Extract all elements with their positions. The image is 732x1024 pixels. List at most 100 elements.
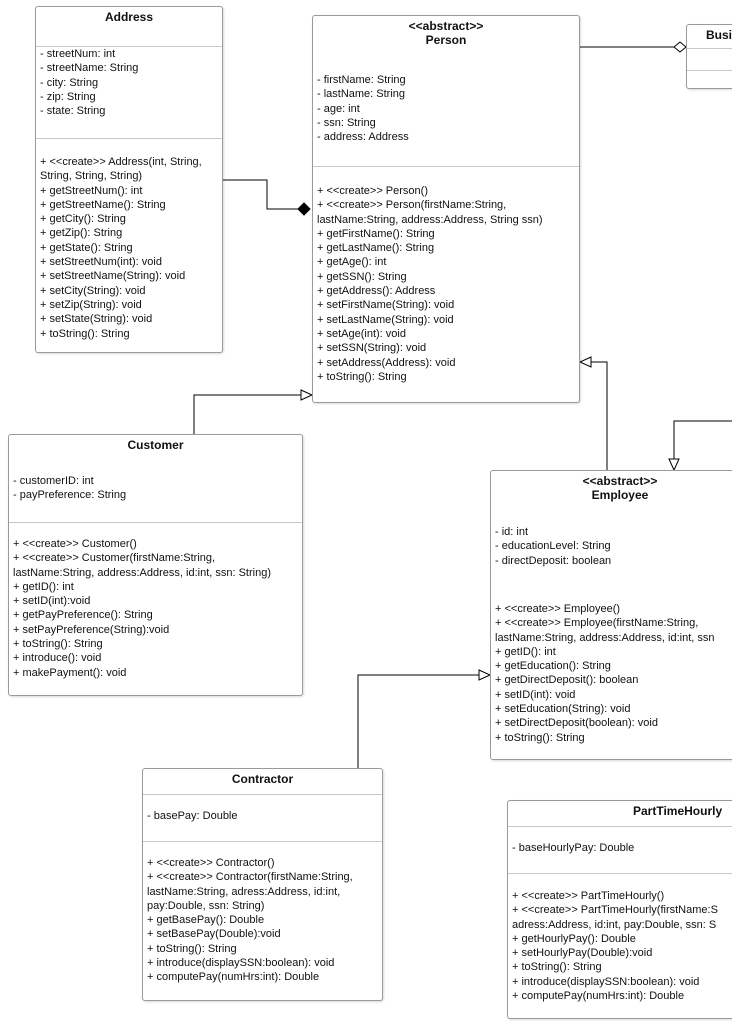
method: adress:Address, id:int, pay:Double, ssn:… — [512, 918, 717, 931]
attribute: - age: int — [317, 102, 360, 115]
method: + introduce(): void — [13, 652, 102, 665]
method: + toString(): String — [317, 370, 407, 383]
class-name: PartTimeHourly — [633, 804, 723, 818]
composition-diamond — [297, 202, 311, 216]
method: + toString(): String — [512, 961, 602, 974]
attributes-section — [687, 48, 732, 70]
method: + getAge(): int — [317, 256, 387, 269]
class-header: Busi — [687, 25, 732, 48]
methods-section: + <<create>> Contractor() + <<create>> C… — [143, 841, 382, 985]
method: + makePayment(): void — [13, 666, 127, 679]
method: + getState(): String — [40, 241, 133, 254]
class-header: <<abstract>> Person — [313, 16, 579, 65]
method: + setBasePay(Double):void — [147, 928, 281, 941]
attribute: - educationLevel: String — [495, 540, 611, 553]
method: lastName:String, address:Address, id:int… — [495, 631, 715, 644]
methods-section — [687, 70, 732, 88]
method: + setID(int):void — [13, 595, 91, 608]
generalization-arrow — [668, 458, 680, 472]
method: + getStreetNum(): int — [40, 184, 143, 197]
attribute: - customerID: int — [13, 475, 94, 487]
method: + computePay(numHrs:int): Double — [147, 971, 320, 984]
method: + getSSN(): String — [317, 270, 407, 283]
attribute: - streetNum: int — [40, 48, 116, 60]
customer-person-generalization-line — [193, 394, 301, 434]
class-name: Employee — [591, 488, 649, 502]
method: + setLastName(String): void — [317, 313, 454, 326]
class-header: <<abstract>> Employee — [491, 471, 732, 520]
class-person[interactable]: <<abstract>> Person - firstName: String … — [312, 15, 580, 403]
method: + setSSN(String): void — [317, 342, 427, 355]
method: + toString(): String — [13, 638, 103, 651]
method: + <<create>> Contractor() — [147, 857, 275, 869]
method: + introduce(displaySSN:boolean): void — [512, 975, 700, 988]
attribute: - ssn: String — [317, 116, 376, 129]
class-employee[interactable]: <<abstract>> Employee - id: int - educat… — [490, 470, 732, 760]
attribute: - payPreference: String — [13, 489, 127, 502]
method: + <<create>> Contractor(firstName:String… — [147, 871, 353, 912]
class-name: Customer — [127, 438, 184, 452]
method: + <<create>> Customer() — [13, 538, 137, 550]
method: + getID(): int — [495, 645, 556, 658]
attributes-section: - baseHourlyPay: Double — [508, 827, 732, 873]
method: + setStreetNum(int): void — [40, 256, 162, 269]
attributes-section: - firstName: String - lastName: String -… — [313, 65, 579, 166]
method: + <<create>> Person() — [317, 185, 428, 197]
methods-section: + <<create>> Customer() + <<create>> Cus… — [9, 522, 302, 680]
method: + toString(): String — [147, 942, 237, 955]
class-parttimehourly[interactable]: PartTimeHourly - baseHourlyPay: Double +… — [507, 800, 732, 1019]
method: + getFirstName(): String — [317, 227, 435, 240]
method: + setAge(int): void — [317, 327, 406, 340]
generalization-arrow — [478, 669, 492, 681]
method: + <<create>> Customer(firstName:String, … — [13, 552, 271, 579]
attributes-section: - streetNum: int - streetName: String - … — [36, 46, 222, 138]
attribute: - firstName: String — [317, 74, 406, 86]
attribute: - streetName: String — [40, 62, 139, 75]
method: + getEducation(): String — [495, 660, 611, 673]
attribute: - state: String — [40, 105, 106, 118]
class-address[interactable]: Address - streetNum: int - streetName: S… — [35, 6, 223, 353]
attributes-section: - customerID: int - payPreference: Strin… — [9, 470, 302, 522]
method: + getHourlyPay(): Double — [512, 932, 636, 945]
method: + getDirectDeposit(): boolean — [495, 674, 639, 687]
class-customer[interactable]: Customer - customerID: int - payPreferen… — [8, 434, 303, 696]
attribute: - zip: String — [40, 90, 96, 103]
method: + getZip(): String — [40, 227, 123, 240]
method: + setFirstName(String): void — [317, 299, 455, 312]
method: + setEducation(String): void — [495, 703, 631, 716]
method: + getCity(): String — [40, 213, 126, 226]
attributes-section: - id: int - educationLevel: String - dir… — [491, 520, 732, 590]
method: + getAddress(): Address — [317, 285, 436, 298]
methods-section: + <<create>> Employee() + <<create>> Emp… — [491, 590, 732, 745]
method: + setHourlyPay(Double):void — [512, 947, 653, 960]
method: + setState(String): void — [40, 313, 153, 326]
method: + <<create>> Employee() — [495, 603, 621, 615]
generalization-arrow — [300, 389, 314, 401]
class-business[interactable]: Busi — [686, 24, 732, 89]
method: + <<create>> PartTimeHourly() — [512, 890, 665, 902]
method: + <<create>> PartTimeHourly(firstName:S — [512, 904, 718, 917]
attribute: - lastName: String — [317, 88, 406, 101]
method: + getStreetName(): String — [40, 198, 166, 211]
method: + setStreetName(String): void — [40, 270, 186, 283]
method: + <<create>> Address(int, String, String… — [40, 156, 202, 183]
class-header: Customer — [9, 435, 302, 470]
method: + toString(): String — [495, 731, 585, 744]
method: + introduce(displaySSN:boolean): void — [147, 957, 335, 970]
attributes-section: - basePay: Double — [143, 795, 382, 841]
methods-section: + <<create>> Person() + <<create>> Perso… — [313, 166, 579, 384]
class-header: Contractor — [143, 769, 382, 795]
methods-section: + <<create>> Address(int, String, String… — [36, 138, 222, 341]
class-contractor[interactable]: Contractor - basePay: Double + <<create>… — [142, 768, 383, 1001]
class-name: Person — [425, 33, 467, 47]
class-name: Busi — [706, 28, 732, 42]
class-stereotype: <<abstract>> — [582, 474, 658, 488]
attribute: - baseHourlyPay: Double — [512, 842, 635, 854]
class-header: PartTimeHourly — [508, 801, 732, 827]
method: + getID(): int — [13, 580, 74, 593]
method: + setAddress(Address): void — [317, 356, 456, 369]
method: + getBasePay(): Double — [147, 914, 265, 927]
methods-section: + <<create>> PartTimeHourly() + <<create… — [508, 873, 732, 1003]
method: + computePay(numHrs:int): Double — [512, 990, 685, 1003]
